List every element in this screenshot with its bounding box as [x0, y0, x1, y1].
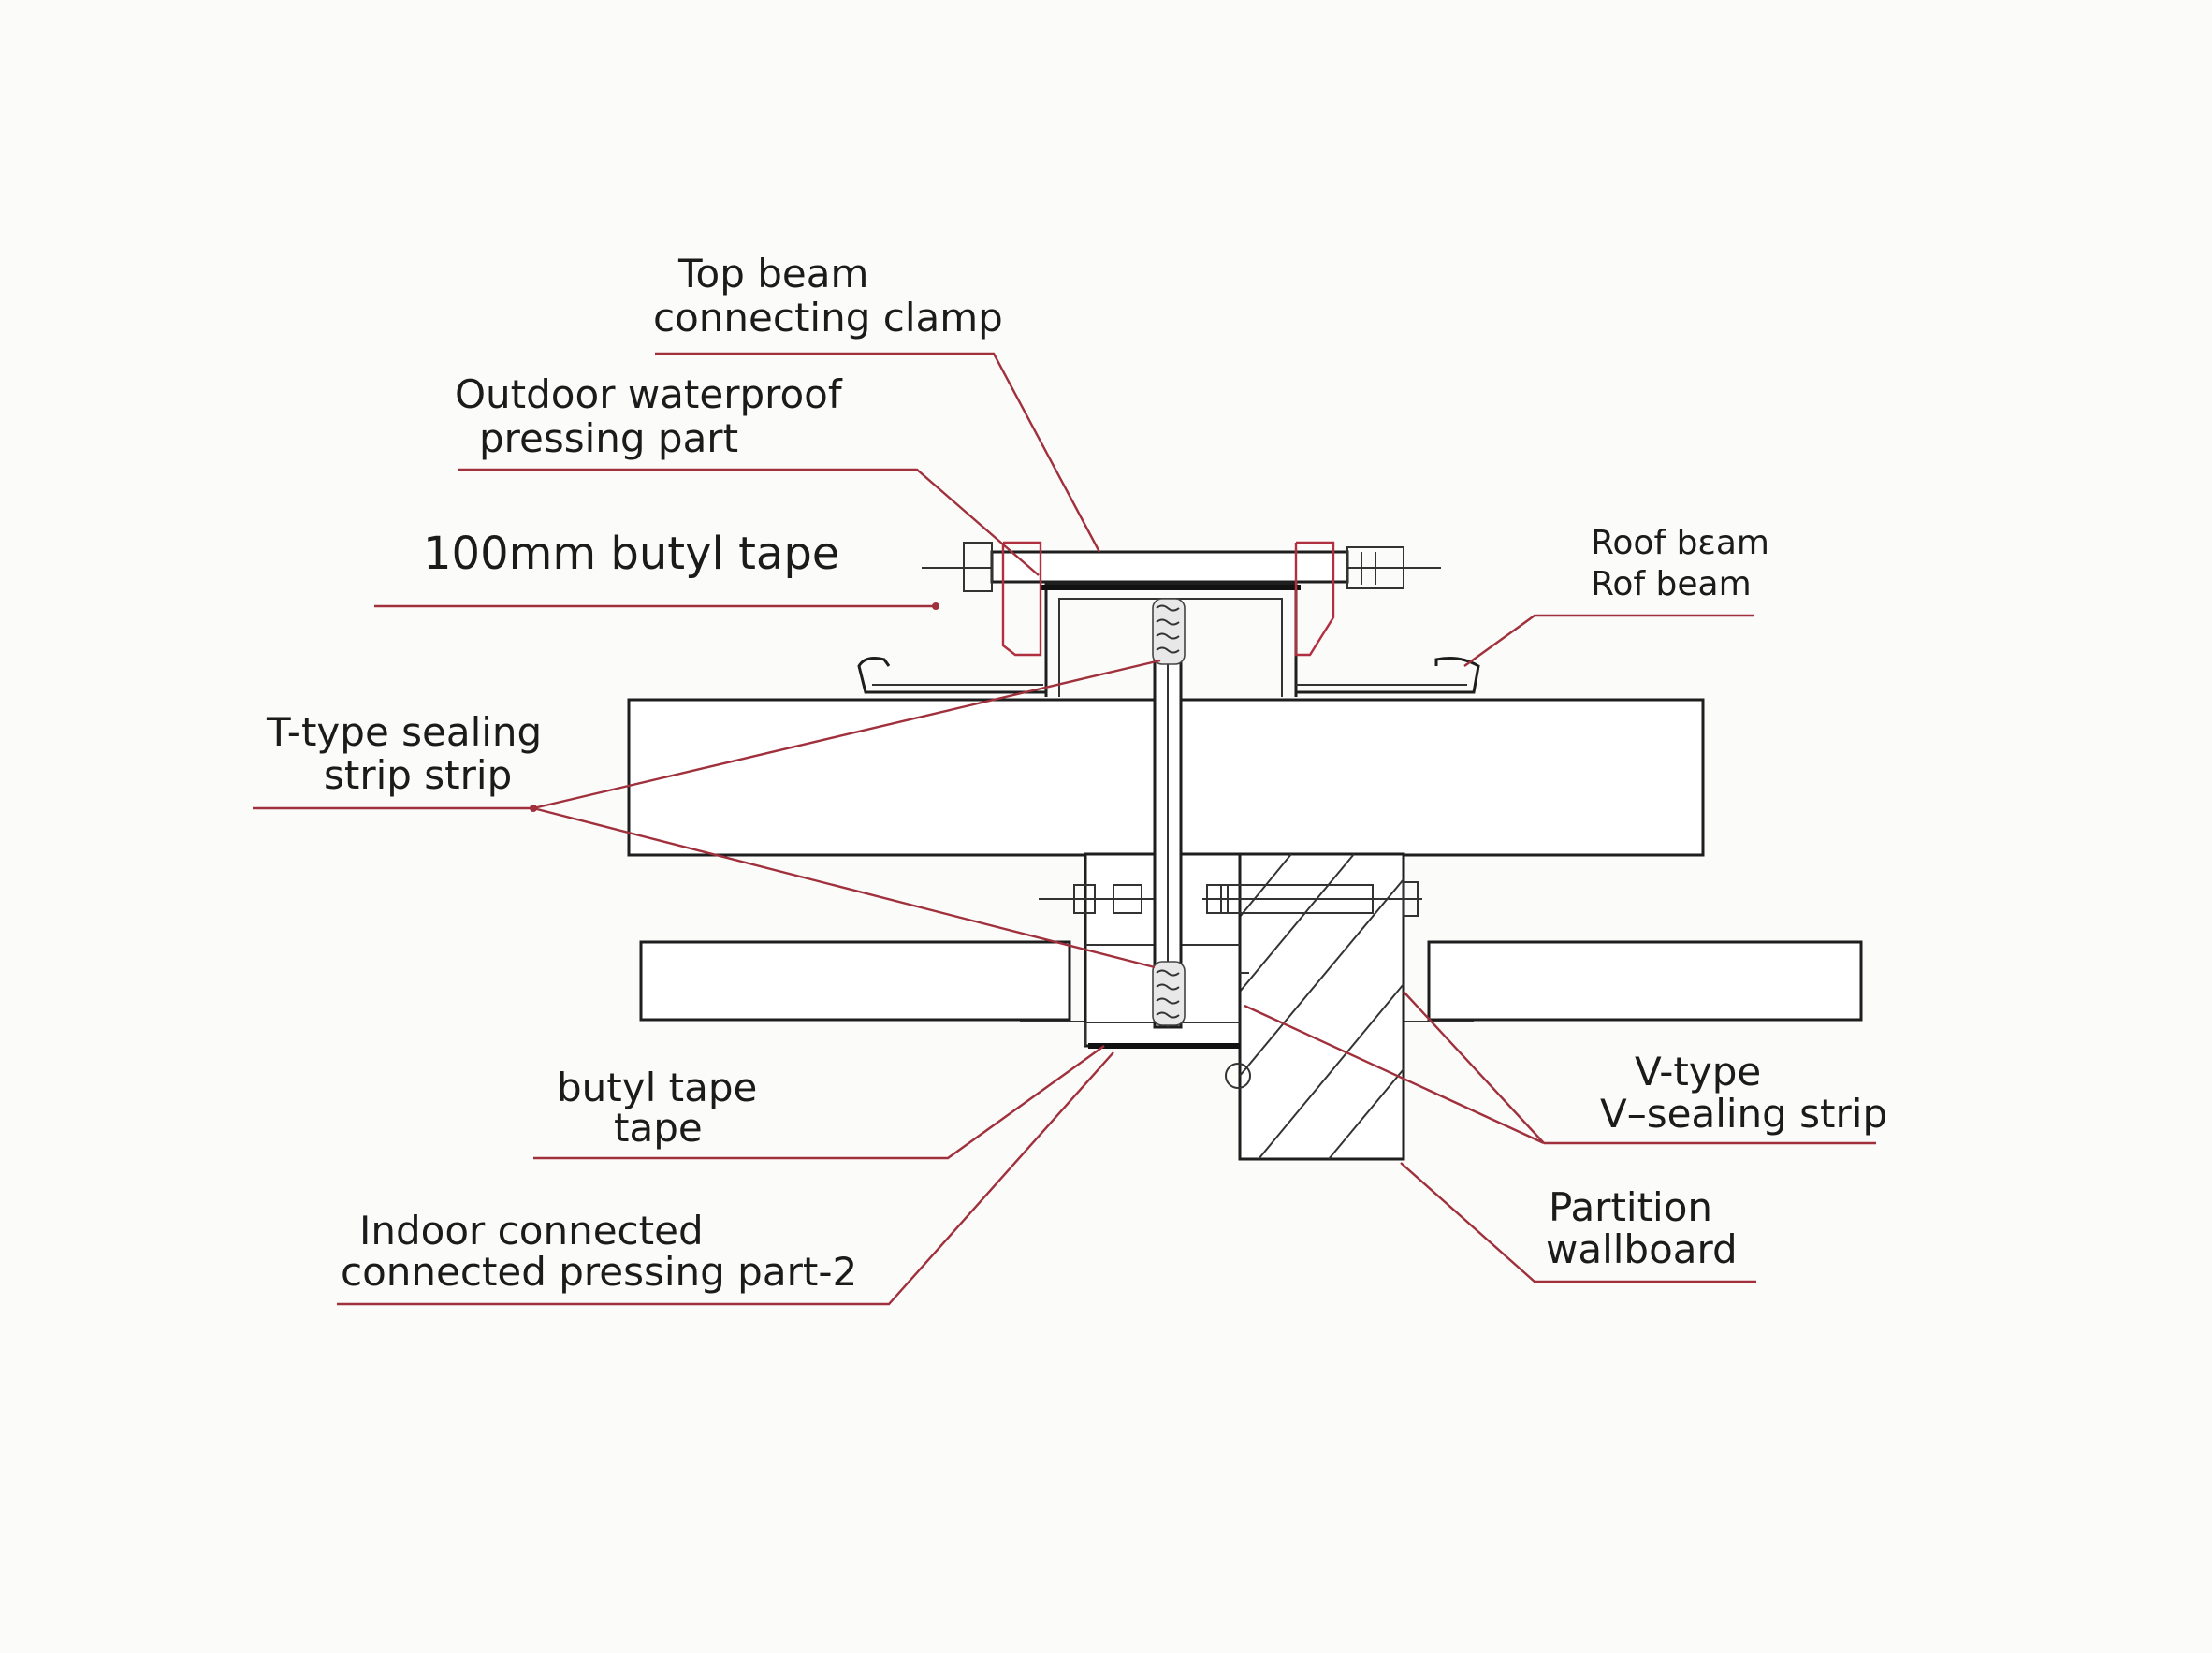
label-top-beam-clamp-line1: Top beam — [677, 251, 868, 297]
label-outdoor-pressing-line2: pressing part — [479, 415, 738, 461]
label-partition-line2: wallboard — [1546, 1226, 1738, 1272]
label-indoor-pressing-line1: Indoor connected — [359, 1208, 704, 1254]
lower-beam-right — [1427, 940, 1863, 1022]
label-top-beam-clamp-line2: connecting clamp — [653, 295, 1003, 341]
leader-butyl-tape — [533, 1045, 1105, 1160]
lower-bolt-right — [1202, 881, 1422, 917]
leader-top-beam-clamp — [655, 352, 1101, 553]
outdoor-pressing-part-red — [1001, 541, 1335, 657]
leader-roof-beam — [1463, 614, 1754, 667]
label-roof-beam-line2: Rof beam — [1591, 565, 1752, 603]
label-roof-beam-line1: Roof bɛam — [1591, 524, 1769, 562]
t-seal-upper — [1152, 598, 1186, 665]
leader-butyl-100 — [374, 602, 939, 610]
label-v-seal-line1: V-type — [1635, 1049, 1761, 1095]
label-indoor-pressing-line2: connected pressing part-2 — [341, 1249, 857, 1295]
roof-beam-clip-right — [1296, 657, 1480, 694]
leader-outdoor-pressing — [458, 468, 1040, 576]
label-butyl-tape-line1: butyl tape — [557, 1065, 757, 1110]
label-v-seal-line2: V–sealing strip — [1600, 1091, 1887, 1137]
label-partition-line1: Partition — [1549, 1184, 1712, 1230]
top-beam-connecting-clamp — [922, 542, 1441, 592]
roof-beam-clip-left — [857, 657, 1046, 694]
leader-t-seal — [253, 659, 1161, 969]
lower-bolt-left — [1039, 884, 1156, 914]
label-t-seal-line1: T-type sealing — [266, 709, 542, 755]
label-butyl-100: 100mm butyl tape — [423, 528, 839, 580]
leader-indoor-pressing — [337, 1051, 1114, 1306]
label-outdoor-pressing-line1: Outdoor waterproof — [455, 371, 843, 417]
label-t-seal-line2: strip strip — [324, 752, 512, 798]
leader-v-seal — [1244, 991, 1876, 1145]
lower-beam-left — [639, 940, 1071, 1022]
partition-wallboard — [1238, 852, 1405, 1161]
leader-partition — [1400, 1162, 1756, 1283]
t-seal-lower — [1152, 961, 1186, 1026]
label-butyl-tape-line2: tape — [614, 1105, 703, 1151]
